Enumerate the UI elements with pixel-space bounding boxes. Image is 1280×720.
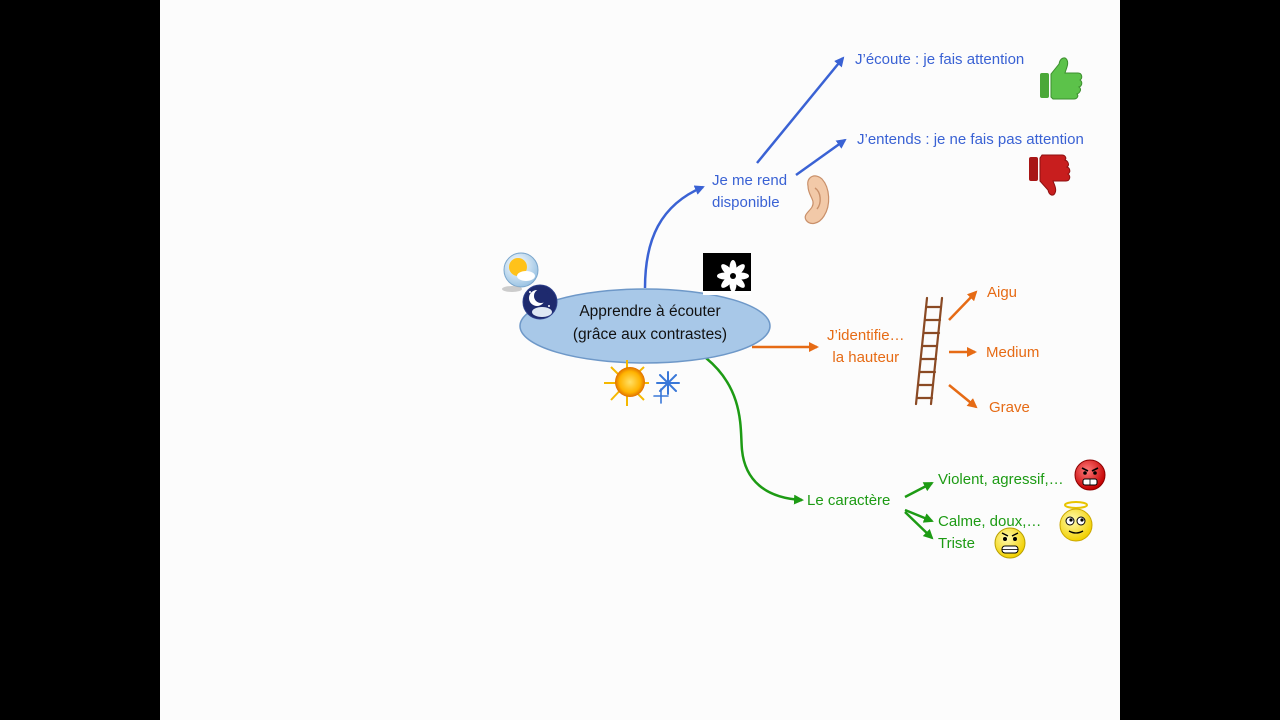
triste-node: Triste [938,535,975,552]
moon-cloud-icon [522,284,558,320]
center-line-2: (grâce aux contrastes) [572,326,728,343]
aigu-node: Aigu [987,284,1018,301]
hauteur-node: J’identifie… la hauteur [827,325,905,369]
angry-face-icon [1074,459,1106,491]
caractere-node: Le caractère [807,492,891,509]
arrow-to-disponible [643,185,705,289]
ladder-icon [914,296,944,406]
arrow-to-aigu [948,290,978,321]
sad-face-icon [994,527,1026,559]
ear-icon [804,175,830,225]
grave-node: Grave [989,399,1030,416]
arrow-to-calme [904,508,934,523]
disponible-node: Je me rend disponible [712,170,787,214]
hauteur-line-2: la hauteur [832,349,900,366]
arrow-to-grave [948,384,978,409]
hauteur-line-1: J’identifie… [827,327,905,344]
slide: Apprendre à écouter (grâce aux contraste… [160,0,1120,720]
sun-snow-icon [604,360,680,406]
disponible-line-2: disponible [712,194,780,211]
arrow-to-violent [904,481,934,499]
sun-cloud-icon [502,252,539,292]
arrow-to-ecoute [756,56,845,164]
thumbs-up-icon [1040,57,1083,100]
entends-node: J’entends : je ne fais pas attention [857,131,1084,148]
violent-node: Violent, agressif,… [938,471,1064,488]
arrow-to-caractere [705,357,804,505]
ecoute-node: J’écoute : je fais attention [855,51,1025,68]
center-line-1: Apprendre à écouter [579,303,721,320]
calme-node: Calme, doux,… [938,513,1042,530]
arrow-to-entends [795,138,847,177]
angel-face-icon [1059,501,1093,542]
center-node [519,288,771,364]
flower-stamp-icon [703,253,751,295]
thumbs-down-icon [1029,154,1071,196]
center-node-label: Apprendre à écouter (grâce aux contraste… [520,300,780,346]
medium-node: Medium [986,344,1040,361]
arrow-to-triste [904,511,934,540]
mind-map-diagram [502,56,1106,559]
disponible-line-1: Je me rend [712,172,788,189]
